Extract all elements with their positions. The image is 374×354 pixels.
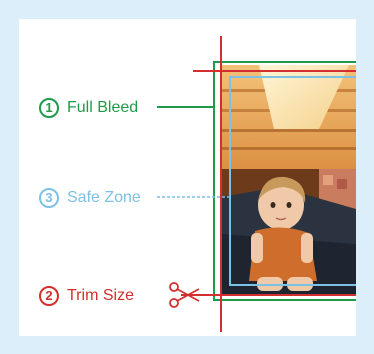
safe-zone-label: 3 Safe Zone: [39, 188, 141, 208]
diagram-panel: 1 Full Bleed 3 Safe Zone 2 Trim Size: [19, 19, 356, 336]
trim-size-label: 2 Trim Size: [39, 286, 134, 306]
safe-zone-text: Safe Zone: [67, 189, 141, 206]
safe-zone-number: 3: [39, 188, 59, 208]
full-bleed-label: 1 Full Bleed: [39, 98, 138, 118]
trim-size-number: 2: [39, 286, 59, 306]
trim-size-text: Trim Size: [67, 287, 134, 304]
child-on-couch-photo: [221, 65, 356, 296]
full-bleed-number: 1: [39, 98, 59, 118]
full-bleed-text: Full Bleed: [67, 99, 138, 116]
